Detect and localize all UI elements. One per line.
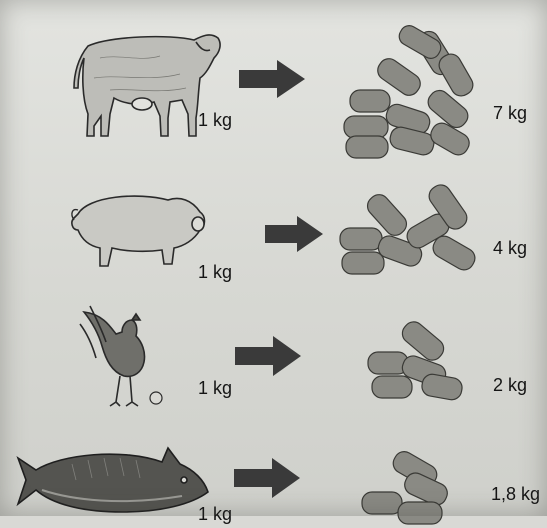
animal-weight-label: 1 kg xyxy=(198,378,232,399)
animal-weight-label: 1 kg xyxy=(198,262,232,283)
page-background: 1 kg 7 kg xyxy=(0,0,547,516)
grain-weight-label: 1,8 kg xyxy=(491,484,540,505)
arrow-icon xyxy=(237,58,307,100)
grain-weight-label: 7 kg xyxy=(493,103,527,124)
chicken-icon xyxy=(76,302,166,412)
animal-weight-label: 1 kg xyxy=(198,110,232,131)
corn-pile-icon xyxy=(336,190,486,290)
pig-icon xyxy=(68,186,208,276)
fish-icon xyxy=(12,440,212,520)
animal-weight-label: 1 kg xyxy=(198,504,232,525)
arrow-icon xyxy=(233,334,303,378)
corn-pile-icon xyxy=(340,24,480,164)
corn-pile-icon xyxy=(366,320,466,410)
grain-weight-label: 4 kg xyxy=(493,238,527,259)
grain-weight-label: 2 kg xyxy=(493,375,527,396)
corn-pile-icon xyxy=(358,448,458,528)
arrow-icon xyxy=(232,456,302,500)
arrow-icon xyxy=(263,214,325,254)
